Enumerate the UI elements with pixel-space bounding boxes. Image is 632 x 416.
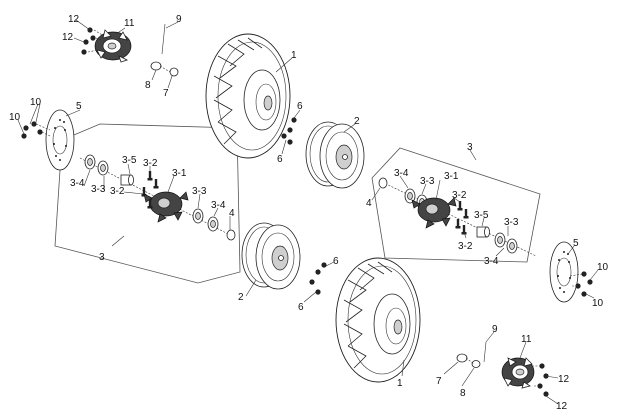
callout-3-5: 3-5 bbox=[474, 210, 489, 221]
rim-bottom bbox=[241, 222, 301, 290]
callout-5: 5 bbox=[76, 101, 82, 112]
callout-3: 3 bbox=[467, 142, 473, 153]
left-hub-assembly bbox=[79, 154, 236, 241]
callout-3-3: 3-3 bbox=[91, 184, 106, 195]
coupler-bolts-bottom bbox=[532, 363, 549, 397]
callout-3-4: 3-4 bbox=[484, 256, 499, 267]
callout-1: 1 bbox=[397, 378, 403, 389]
callout-11: 11 bbox=[124, 18, 135, 29]
axle-nut-set-top bbox=[150, 23, 179, 77]
rim-top bbox=[305, 121, 365, 189]
callout-6: 6 bbox=[333, 256, 339, 267]
callout-3-2: 3-2 bbox=[452, 190, 467, 201]
callout-10: 10 bbox=[597, 262, 609, 273]
callout-10: 10 bbox=[30, 97, 42, 108]
callout-6: 6 bbox=[277, 154, 283, 165]
callout-3-2: 3-2 bbox=[110, 186, 125, 197]
callout-3-2: 3-2 bbox=[143, 158, 158, 169]
drive-coupler-top bbox=[94, 29, 132, 63]
callout-3-4: 3-4 bbox=[394, 168, 409, 179]
callout-3-4: 3-4 bbox=[211, 200, 226, 211]
callout-12: 12 bbox=[558, 374, 570, 385]
callout-5: 5 bbox=[573, 238, 579, 249]
callout-9: 9 bbox=[176, 14, 182, 25]
callout-3-3: 3-3 bbox=[420, 176, 435, 187]
callout-12: 12 bbox=[68, 14, 80, 25]
coupler-bolts-top bbox=[81, 27, 107, 55]
callouts: 12 11 12 9 8 7 1 10 10 5 6 6 2 3-5 3-2 3… bbox=[9, 14, 609, 412]
callout-11: 11 bbox=[521, 334, 532, 345]
callout-3-1: 3-1 bbox=[172, 168, 187, 179]
drive-coupler-bottom bbox=[501, 357, 535, 389]
axle-nut-set-bottom bbox=[456, 341, 487, 368]
callout-8: 8 bbox=[460, 388, 466, 399]
callout-9: 9 bbox=[492, 324, 498, 335]
callout-2: 2 bbox=[238, 292, 244, 303]
disc-bolts-right bbox=[569, 271, 593, 297]
callout-10: 10 bbox=[592, 298, 604, 309]
disc-bolts-left bbox=[21, 121, 51, 139]
callout-3-1: 3-1 bbox=[444, 171, 459, 182]
callout-7: 7 bbox=[436, 376, 442, 387]
callout-12: 12 bbox=[556, 401, 568, 412]
tire-top bbox=[205, 33, 291, 159]
callout-8: 8 bbox=[145, 80, 151, 91]
callout-6: 6 bbox=[298, 302, 304, 313]
callout-7: 7 bbox=[163, 88, 169, 99]
callout-3: 3 bbox=[99, 252, 105, 263]
callout-2: 2 bbox=[354, 116, 360, 127]
callout-3-4: 3-4 bbox=[70, 178, 85, 189]
callout-3-3: 3-3 bbox=[504, 217, 519, 228]
callout-1: 1 bbox=[291, 50, 297, 61]
brake-disc-right bbox=[549, 241, 579, 303]
right-hub-assembly-box bbox=[371, 147, 541, 263]
leader-lines bbox=[17, 19, 599, 405]
callout-4: 4 bbox=[366, 198, 372, 209]
callout-6: 6 bbox=[297, 101, 303, 112]
callout-3-3: 3-3 bbox=[192, 186, 207, 197]
callout-3-5: 3-5 bbox=[122, 155, 137, 166]
brake-disc-left bbox=[45, 109, 75, 171]
right-hub-assembly bbox=[378, 177, 537, 257]
tire-bottom bbox=[335, 257, 421, 383]
callout-10: 10 bbox=[9, 112, 21, 123]
wheel-nuts-bottom bbox=[309, 262, 327, 295]
callout-3-2: 3-2 bbox=[458, 241, 473, 252]
callout-12: 12 bbox=[62, 32, 74, 43]
callout-4: 4 bbox=[229, 208, 235, 219]
